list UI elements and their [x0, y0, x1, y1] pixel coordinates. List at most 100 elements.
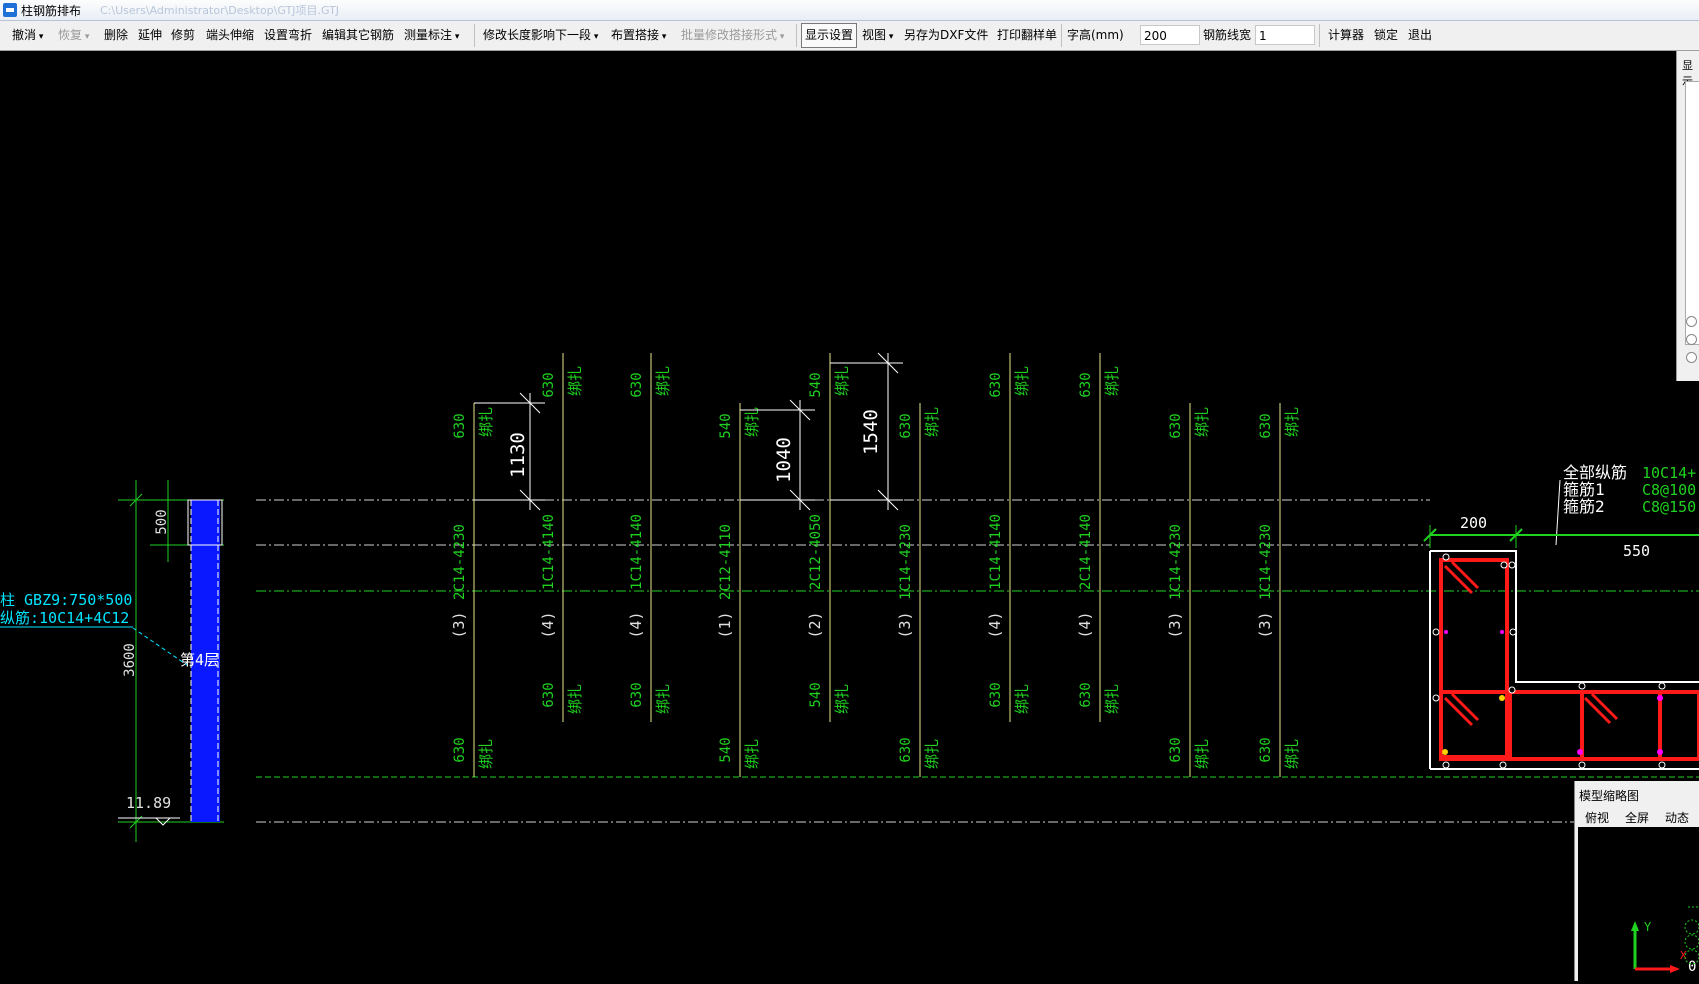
- rebar-bottom-tie: 绑扎: [566, 684, 584, 714]
- rebar-top-tie: 绑扎: [1283, 407, 1301, 437]
- rebar-index[interactable]: (4): [986, 611, 1004, 638]
- batch-splice-button[interactable]: 批量修改搭接形式: [681, 21, 784, 50]
- rebar-index[interactable]: (3): [1256, 611, 1274, 638]
- drawing-canvas[interactable]: 500 3600 11.89 第4层 柱 GBZ9:750*500 纵筋:10C…: [0, 51, 1699, 981]
- rebar-top-tie: 绑扎: [566, 366, 584, 396]
- thumbnail-title: 模型缩略图: [1579, 789, 1640, 803]
- toolbar: 撤消 恢复 删除 延伸 修剪 端头伸缩 设置弯折 编辑其它钢筋 测量标注 修改长…: [0, 21, 1699, 51]
- rebar-top-length: 630: [1258, 413, 1274, 438]
- leader-line: [132, 627, 188, 666]
- modify-length-button[interactable]: 修改长度影响下一段: [483, 21, 598, 50]
- rebar-spec[interactable]: 1C14-4140: [988, 514, 1004, 590]
- rebar-spec[interactable]: 2C14-4230: [452, 524, 468, 600]
- extend-button[interactable]: 延伸: [138, 28, 163, 42]
- thumbnail-tabs: 俯视 全屏 动态观察: [1575, 807, 1699, 842]
- elevation-text: 11.89: [126, 794, 171, 812]
- rebar-top-length: 540: [808, 372, 824, 397]
- rebar-bottom-length: 540: [808, 682, 824, 707]
- app-icon: [3, 3, 17, 17]
- display-radio[interactable]: [1686, 316, 1697, 327]
- reference-lines: [256, 499, 1699, 823]
- rebar-spec[interactable]: 2C12-4110: [718, 524, 734, 600]
- model-preview: [1684, 906, 1699, 965]
- delete-button[interactable]: 删除: [104, 28, 129, 42]
- rebar-top-length: 630: [629, 372, 645, 397]
- bend-dim-tick: [789, 489, 811, 511]
- save-dxf-button[interactable]: 另存为DXF文件: [904, 28, 989, 42]
- axis-y-label: Y: [1644, 920, 1652, 934]
- measure-dimension-button[interactable]: 测量标注: [404, 21, 459, 50]
- rebar-spec[interactable]: 1C14-4140: [629, 514, 645, 590]
- rebar-index[interactable]: (4): [627, 611, 645, 638]
- rebar-bottom-tie: 绑扎: [923, 739, 941, 769]
- display-radio[interactable]: [1686, 334, 1697, 345]
- rebar-bottom-length: 630: [541, 682, 557, 707]
- rebar-index[interactable]: (1): [716, 611, 734, 638]
- rebar-top-length: 630: [541, 372, 557, 397]
- line-width-input[interactable]: 1: [1255, 25, 1315, 45]
- section-stirrup1-value: C8@100: [1642, 481, 1696, 499]
- origin-label: 0: [1688, 959, 1696, 975]
- rebar-top-tie: 绑扎: [1103, 366, 1121, 396]
- trim-button[interactable]: 修剪: [171, 28, 196, 42]
- rebar-bottom-length: 540: [718, 737, 734, 762]
- rebar-spec[interactable]: 1C14-4230: [1258, 524, 1274, 600]
- rebar-bottom-tie: 绑扎: [654, 684, 672, 714]
- display-settings-button[interactable]: 显示设置: [801, 23, 858, 48]
- rebar-index[interactable]: (2): [806, 611, 824, 638]
- rebar-spec[interactable]: 2C12-4050: [808, 514, 824, 590]
- view-menu-button[interactable]: 视图: [862, 21, 893, 50]
- undo-button[interactable]: 撤消: [12, 21, 43, 50]
- column-body[interactable]: [191, 500, 220, 822]
- section-view[interactable]: 全部纵筋 10C14+ 箍筋1 C8@100 箍筋2 C8@150 200 55…: [1423, 463, 1699, 770]
- column-elevation[interactable]: 500 3600 11.89 第4层 柱 GBZ9:750*500 纵筋:10C…: [0, 480, 224, 842]
- section-all-long-value: 10C14+: [1642, 464, 1696, 482]
- rebar-index[interactable]: (3): [896, 611, 914, 638]
- calculator-button[interactable]: 计算器: [1328, 28, 1365, 42]
- title-bar: 柱钢筋排布 C:\Users\Administrator\Desktop\GTJ…: [0, 0, 1699, 21]
- stirrup-2[interactable]: [1439, 690, 1699, 761]
- text-height-label: 字高(mm): [1067, 28, 1124, 42]
- rebar-spec[interactable]: 1C14-4230: [898, 524, 914, 600]
- rebar-spec[interactable]: 2C14-4140: [1078, 514, 1094, 590]
- section-rebar-dots[interactable]: [1432, 553, 1666, 769]
- stirrup-1[interactable]: [1439, 558, 1509, 759]
- thumbnail-viewport[interactable]: Y X 0: [1578, 827, 1699, 981]
- rebar-bottom-length: 630: [1168, 737, 1184, 762]
- set-bend-button[interactable]: 设置弯折: [264, 28, 313, 42]
- bend-dim-tick: [519, 489, 541, 511]
- section-dim-200: 200: [1460, 514, 1487, 532]
- toolbar-separator: [1319, 24, 1320, 47]
- rebar-top-tie: 绑扎: [1193, 407, 1211, 437]
- print-sample-button[interactable]: 打印翻样单: [997, 28, 1058, 42]
- end-stretch-button[interactable]: 端头伸缩: [206, 28, 255, 42]
- edit-other-rebar-button[interactable]: 编辑其它钢筋: [322, 28, 395, 42]
- column-top-segment[interactable]: [187, 499, 223, 546]
- rebar-top-length: 630: [1168, 413, 1184, 438]
- tab-top-view[interactable]: 俯视: [1585, 811, 1610, 825]
- rebar-index[interactable]: (4): [539, 611, 557, 638]
- redo-button[interactable]: 恢复: [58, 21, 89, 50]
- floor-label: 第4层: [180, 651, 219, 669]
- exit-button[interactable]: 退出: [1408, 28, 1433, 42]
- section-stirrup2-label: 箍筋2: [1563, 497, 1605, 516]
- rebar-layout[interactable]: 630 绑扎 2C14-4230 (3) 630 绑扎 630 绑扎 1C14-4140 (4) 6…: [450, 352, 1301, 777]
- rebar-index[interactable]: (3): [450, 611, 468, 638]
- display-panel-list[interactable]: [1685, 81, 1699, 345]
- rebar-index[interactable]: (4): [1076, 611, 1094, 638]
- display-radio[interactable]: [1686, 352, 1697, 363]
- rebar-top-length: 630: [988, 372, 1004, 397]
- rebar-spec[interactable]: 1C14-4140: [541, 514, 557, 590]
- column-rebar-label[interactable]: 纵筋:10C14+4C12: [0, 609, 129, 627]
- tab-fullscreen[interactable]: 全屏: [1625, 811, 1650, 825]
- rebar-top-tie: 绑扎: [654, 366, 672, 396]
- lock-button[interactable]: 锁定: [1374, 28, 1399, 42]
- rebar-spec[interactable]: 1C14-4230: [1168, 524, 1184, 600]
- elevation-marker: [154, 817, 172, 826]
- text-height-input[interactable]: 200: [1140, 25, 1200, 45]
- layout-splice-button[interactable]: 布置搭接: [611, 21, 666, 50]
- rebar-top-tie: 绑扎: [743, 407, 761, 437]
- column-label[interactable]: 柱 GBZ9:750*500: [0, 591, 132, 609]
- rebar-index[interactable]: (3): [1166, 611, 1184, 638]
- axis-gizmo: Y X 0: [1631, 906, 1699, 975]
